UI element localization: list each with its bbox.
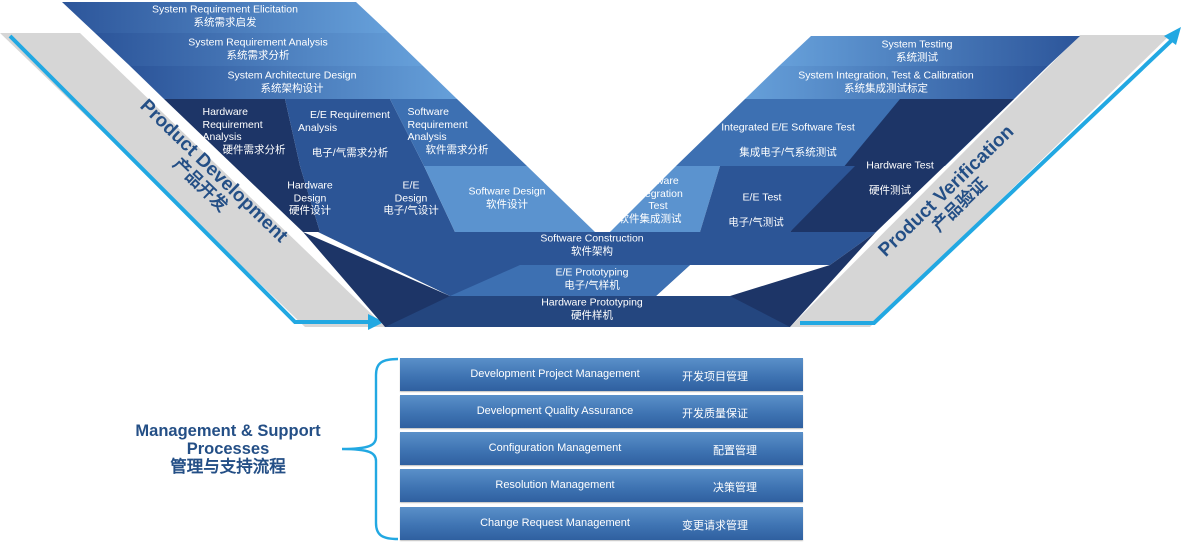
block-ee-design: [300, 166, 455, 232]
label-hardware-test: Hardware Test 硬件测试: [866, 159, 934, 197]
development-arrow-line: [8, 34, 368, 324]
row-system-integration: [745, 66, 1048, 99]
verification-band: [790, 35, 1170, 327]
block-ee-test: [700, 166, 855, 232]
block-sw-req: [390, 99, 527, 166]
verification-arrow-line: [800, 38, 1174, 325]
verification-arrowhead: [1164, 27, 1181, 45]
block-sw-design: [424, 166, 595, 232]
block-hw-req: [164, 99, 300, 166]
curly-brace-icon: [341, 357, 399, 541]
row-ee-prototyping-center: [450, 265, 690, 296]
row-system-architecture: [130, 66, 457, 99]
row-system-analysis: [95, 33, 423, 66]
development-band: [0, 33, 385, 327]
block-hw-design: [234, 166, 320, 232]
label-integrated-ee-test: Integrated E/E Software Test 集成电子/气系统测试: [721, 121, 855, 159]
block-ee-req: [285, 99, 424, 166]
development-arrowhead: [368, 314, 384, 330]
label-ee-test: E/E Test 电子/气测试: [728, 191, 784, 229]
row-system-elicitation: [62, 2, 389, 33]
row-hardware-prototyping-center: [385, 296, 790, 327]
row-ee-prototyping: [318, 232, 876, 296]
block-hw-test: [790, 99, 1014, 232]
block-sw-integration: [610, 166, 720, 232]
row-system-testing: [779, 36, 1080, 66]
